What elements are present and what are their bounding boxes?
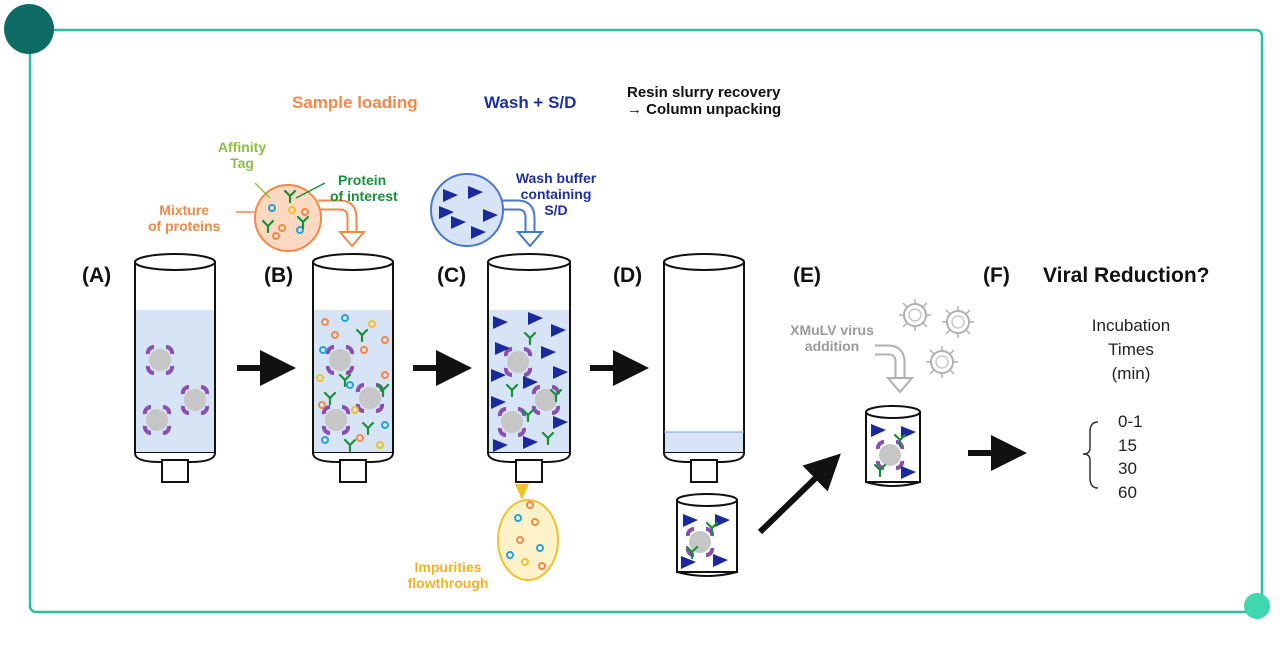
- viral-reduction-title: Viral Reduction?: [1043, 264, 1210, 287]
- resin-tube-e: [865, 405, 921, 487]
- time-value: 30: [1118, 459, 1137, 478]
- arrows: [237, 350, 1027, 535]
- label-virus-addition: XMuLV virus addition: [790, 322, 874, 355]
- label-mixture: Mixture of proteins: [148, 202, 221, 235]
- label-impurities: Impurities flowthrough: [407, 559, 489, 592]
- step-sample-loading: Sample loading: [292, 93, 418, 112]
- frame-border: [28, 28, 1264, 614]
- impurities-bubble: [497, 484, 559, 581]
- frame-corner-dot-small: [1244, 593, 1270, 619]
- panel-c: (C): [437, 264, 467, 287]
- column-c: [487, 253, 571, 483]
- time-value: 0-1: [1118, 412, 1143, 431]
- times-brace: [1082, 421, 1099, 489]
- resin-tube-d: [676, 493, 738, 577]
- sample-bubble: [236, 182, 367, 252]
- panel-d: (D): [613, 264, 643, 287]
- panel-a: (A): [82, 264, 112, 287]
- label-affinity-tag: Affinity Tag: [217, 139, 267, 172]
- incubation-label: Incubation Times (min): [1091, 316, 1171, 383]
- step-wash: Wash + S/D: [484, 93, 577, 112]
- step-recovery: Resin slurry recovery → Column unpacking: [627, 84, 782, 119]
- column-d: [663, 253, 745, 483]
- time-value: 60: [1118, 482, 1137, 502]
- column-b: [312, 253, 394, 483]
- incubation-times: 0-1 15 30 60: [1118, 410, 1143, 504]
- label-wash-buffer: Wash buffer containing S/D: [515, 170, 597, 219]
- panel-b: (B): [264, 264, 294, 287]
- wash-buffer-bubble: [430, 173, 545, 248]
- frame-corner-dot: [4, 4, 54, 54]
- panel-e: (E): [793, 264, 821, 287]
- time-value: 15: [1118, 435, 1137, 455]
- virus-addition: [875, 298, 975, 394]
- label-protein: Protein of interest: [330, 172, 398, 205]
- column-a: [134, 253, 216, 483]
- panel-f: (F): [983, 264, 1010, 287]
